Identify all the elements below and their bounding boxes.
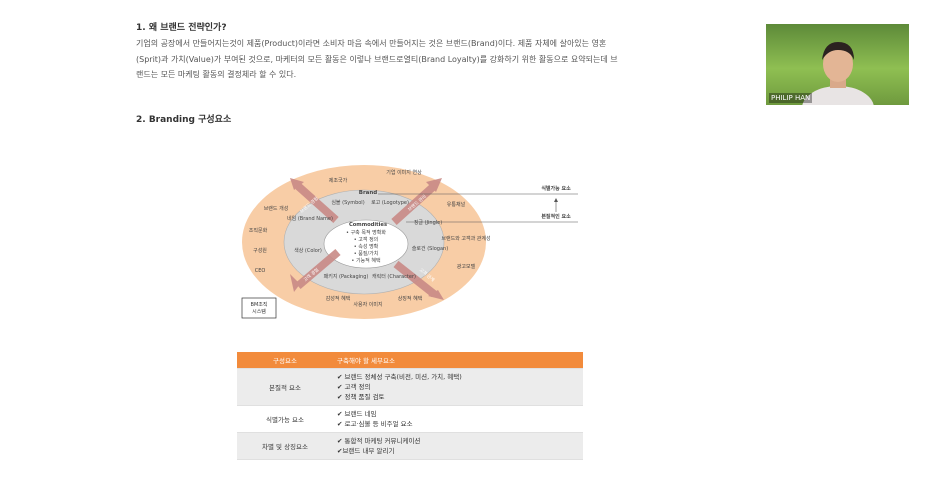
outer-label: CEO [255, 268, 266, 274]
arrow-head-br [428, 290, 444, 300]
outer-label: 광고모델 [457, 263, 476, 270]
row-item: ✔ 브랜드 정체성 구축(비전, 미션, 가치, 혜택) [337, 373, 462, 381]
brand-item: 네임 (Brand Name) [287, 215, 333, 222]
branding-diagram: 제조국가 기업 이미지 연상 브랜드 개성 조직문화 구성원 CEO 유통채널 … [241, 165, 578, 319]
commodities-item: • 품질/가치 [354, 250, 379, 257]
outer-label: 브랜드와 고객과 관계성 [441, 235, 490, 242]
right-label: 식별가능 요소 [541, 185, 571, 192]
arrow-shaft-tr [391, 183, 437, 225]
bm-box-label: 시스템 [252, 308, 266, 315]
brand-item: 로고 (Logotype) [371, 200, 409, 206]
brand-item: 심볼 (Symbol) [331, 199, 364, 206]
arrow-shaft-tl [295, 183, 339, 223]
outer-label: 유통채널 [447, 201, 466, 208]
row-item: ✔브랜드 내부 알리기 [337, 447, 395, 455]
row-items: ✔ 브랜드 네임 ✔ 로고·심볼 등 비주얼 요소 [333, 406, 583, 432]
paragraph-line: 기업의 공장에서 만들어지는것이 제품(Product)이라면 소비자 마음 속… [136, 39, 607, 48]
section1-heading: 1. 왜 브랜드 전략인가? [136, 23, 227, 33]
brand-item: 색상 (Color) [294, 247, 322, 254]
row-item: ✔ 정책 품질 검토 [337, 393, 385, 401]
commodities-item: • 구축 목적 명확화 [346, 229, 386, 236]
outer-label: 제조국가 [329, 177, 348, 184]
arrow-head-tr [426, 178, 442, 192]
arrow-shaft-br [393, 260, 437, 298]
header-cell: 구성요소 [273, 357, 297, 365]
brand-title: Brand [359, 190, 378, 196]
table-header: 구성요소 구축해야 할 세부요소 [237, 352, 583, 369]
commodities-item: • 기능적 혜택 [351, 257, 381, 264]
brand-item: 캐릭터 (Character) [372, 273, 416, 280]
bm-box-label: BM조직 [251, 301, 268, 308]
row-name: 식별가능 요소 [266, 416, 304, 424]
outer-label: 사용자 이미지 [353, 301, 382, 308]
outer-label: 조직문화 [249, 227, 268, 234]
header-cell: 구축해야 할 세부요소 [337, 357, 395, 365]
right-label: 본질적인 요소 [541, 213, 571, 220]
outer-label: 기업 이미지 연상 [386, 169, 422, 176]
outer-label: 구성원 [253, 247, 267, 254]
commodities-item: • 고객 정의 [354, 236, 379, 243]
commodities-ellipse [323, 219, 409, 269]
table-row: 차별 및 상징요소 ✔ 통합적 마케팅 커뮤니케이션 ✔브랜드 내부 알리기 [237, 433, 583, 460]
row-name: 차별 및 상징요소 [262, 443, 308, 451]
bm-box [241, 297, 277, 319]
table-row: 식별가능 요소 ✔ 브랜드 네임 ✔ 로고·심볼 등 비주얼 요소 [237, 406, 583, 433]
connector-arrowhead [554, 198, 558, 202]
table-row: 본질적 요소 ✔ 브랜드 정체성 구축(비전, 미션, 가치, 혜택) ✔ 고객… [237, 369, 583, 406]
arrow-head-bl [290, 274, 300, 292]
section2-heading: 2. Branding 구성요소 [136, 115, 232, 125]
row-item: ✔ 브랜드 네임 [337, 410, 377, 418]
outer-label: 상징적 혜택 [398, 295, 423, 302]
section1-paragraph: 기업의 공장에서 만들어지는것이 제품(Product)이라면 소비자 마음 속… [136, 36, 696, 83]
brand-item: 징글 (Jingle) [414, 219, 442, 226]
brand-item: 슬로건 (Slogan) [412, 245, 448, 252]
outer-label: 브랜드 개성 [264, 205, 289, 212]
outer-label: 감성적 혜택 [326, 295, 351, 302]
brand-item: 패키지 (Packaging) [324, 273, 369, 280]
participant-image [802, 42, 874, 105]
row-name: 본질적 요소 [269, 384, 301, 392]
commodities-item: • 속성 명확 [354, 243, 379, 250]
video-tile[interactable]: PHILIP HAN [766, 24, 909, 105]
row-items: ✔ 통합적 마케팅 커뮤니케이션 ✔브랜드 내부 알리기 [333, 433, 583, 459]
paragraph-line: (Sprit)과 가치(Value)가 부여된 것으로, 마케터의 모든 활동은… [136, 54, 618, 64]
paragraph-line: 랜드는 모든 마케팅 활동의 결정체라 할 수 있다. [136, 70, 297, 79]
diagonal-arrows [290, 178, 444, 300]
participant-name: PHILIP HAN [769, 93, 813, 103]
arrow-shaft-bl [295, 248, 341, 290]
row-item: ✔ 로고·심볼 등 비주얼 요소 [337, 420, 413, 428]
row-item: ✔ 통합적 마케팅 커뮤니케이션 [337, 437, 421, 445]
components-table: 구성요소 구축해야 할 세부요소 본질적 요소 ✔ 브랜드 정체성 구축(비전,… [237, 352, 583, 460]
arrow-head-tl [290, 178, 304, 190]
commodities-title: Commodities [349, 222, 387, 228]
row-item: ✔ 고객 정의 [337, 383, 371, 391]
row-items: ✔ 브랜드 정체성 구축(비전, 미션, 가치, 혜택) ✔ 고객 정의 ✔ 정… [333, 369, 583, 405]
